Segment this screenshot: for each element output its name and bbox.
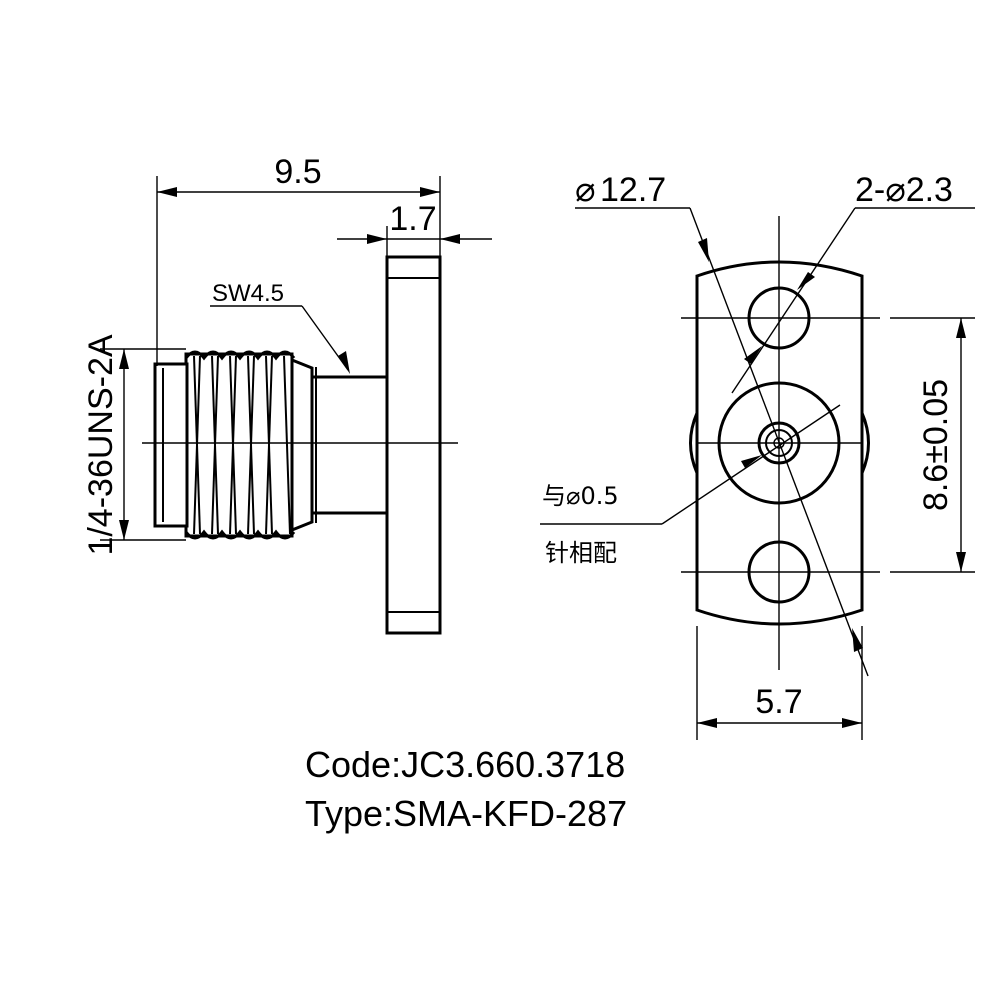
mounting-hole-top — [747, 286, 811, 350]
neck-body — [310, 375, 389, 515]
wrench-size-label: SW4.5 — [212, 280, 284, 307]
front-view: ⌀ 12.7 2-⌀2.3 与⌀0.5 针相配 8.6±0.05 5.7 — [540, 171, 975, 740]
flange-diameter-symbol: ⌀ — [575, 171, 595, 209]
flange-thickness-label: 1.7 — [389, 200, 436, 238]
pin-note-line2: 针相配 — [545, 539, 617, 567]
mounting-holes-label: 2-⌀2.3 — [855, 171, 953, 209]
hole-spacing-label: 8.6±0.05 — [917, 379, 955, 511]
info-block: Code:JC3.660.3718 Type:SMA-KFD-287 — [305, 744, 627, 834]
mounting-hole-bottom — [747, 540, 811, 604]
length-dimension-label: 9.5 — [274, 153, 321, 191]
thread-spec-label: 1/4-36UNS-2A — [82, 334, 120, 555]
flange-side — [385, 255, 442, 635]
dielectric-circle — [717, 381, 841, 505]
threaded-body — [153, 350, 296, 540]
type-line: Type:SMA-KFD-287 — [305, 793, 627, 834]
pin-note-line1: 与⌀0.5 — [542, 482, 619, 510]
flange-front-outline — [695, 260, 864, 626]
width-dimension-label: 5.7 — [755, 683, 802, 721]
code-line: Code:JC3.660.3718 — [305, 744, 625, 785]
side-view: 9.5 1.7 SW4.5 1/4-36UNS-2A — [82, 153, 492, 635]
flange-diameter-label: 12.7 — [600, 171, 666, 209]
